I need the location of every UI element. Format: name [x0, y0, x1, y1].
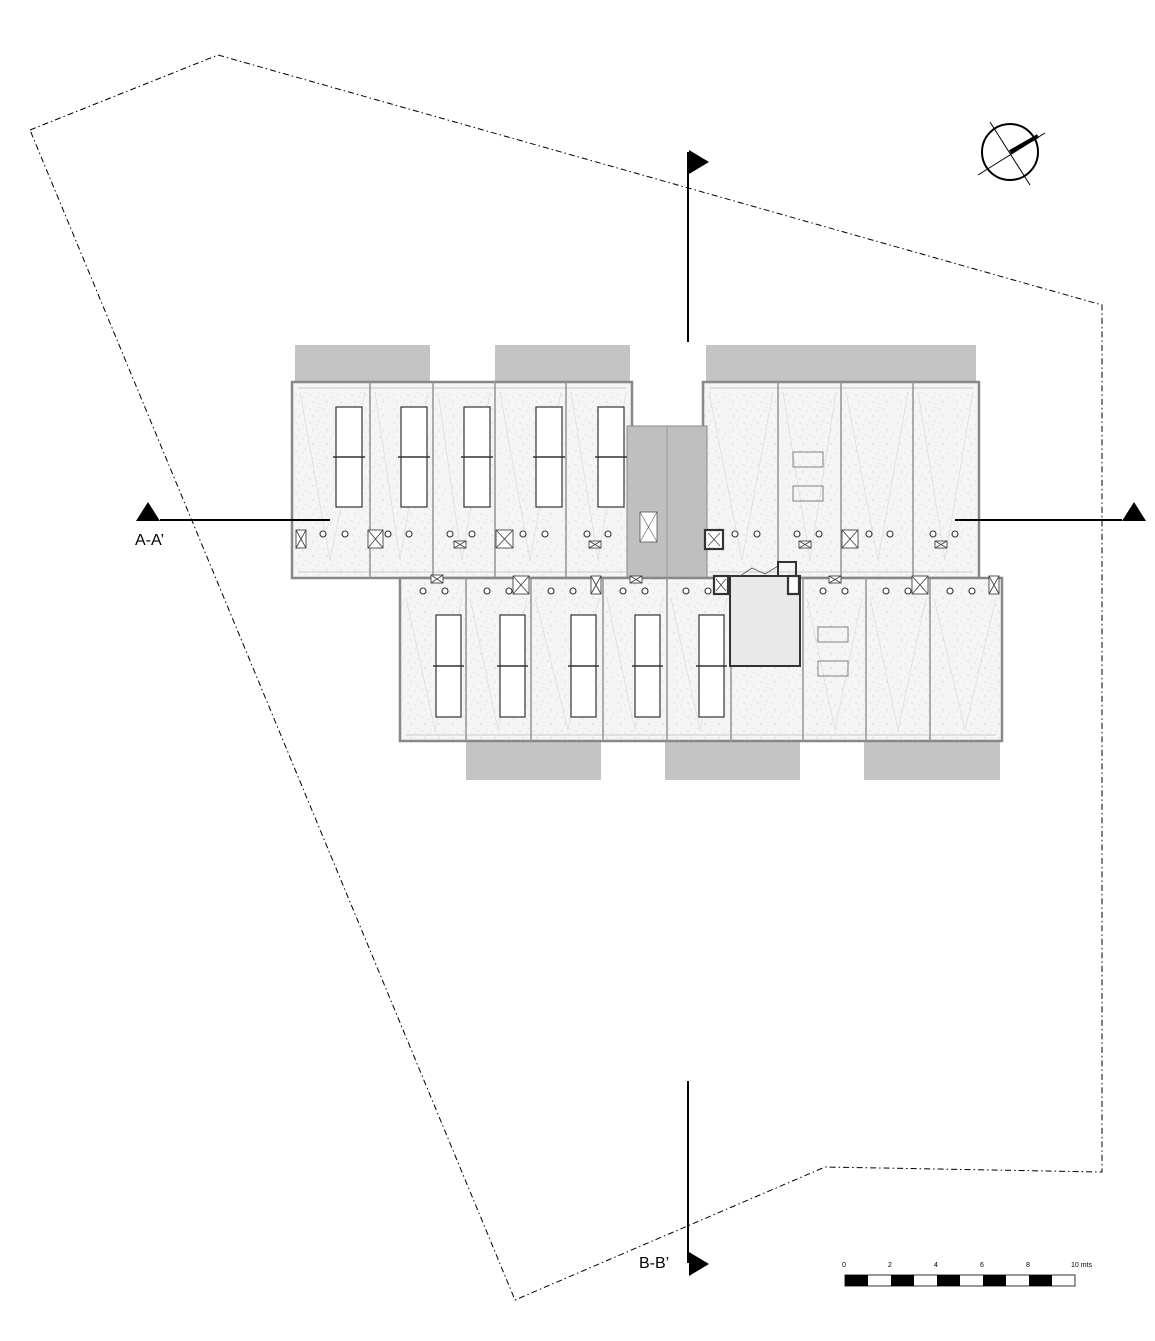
scale-tick-8: 8 [1026, 1262, 1030, 1269]
section-label-bb: B-B’ [639, 1255, 670, 1272]
scale-tick-0: 0 [842, 1262, 846, 1269]
north-arrow-icon [977, 121, 1046, 186]
ducts [295, 529, 1000, 595]
scale-tick-2: 2 [888, 1262, 892, 1269]
skylights [792, 451, 849, 677]
central-core [626, 425, 708, 579]
site-boundary [29, 54, 1103, 1301]
scale-end-label: 10 mts [1071, 1262, 1093, 1269]
section-label-aa: A-A’ [135, 532, 165, 549]
fixtures-upper [319, 530, 959, 538]
scale-tick-4: 4 [934, 1262, 938, 1269]
section-line-aa [136, 502, 1146, 521]
fixtures-lower [419, 587, 976, 595]
scale-bar [844, 1274, 1076, 1287]
scale-tick-6: 6 [980, 1262, 984, 1269]
balconies [295, 345, 1000, 780]
upper-block [290, 380, 981, 580]
section-line-bb [687, 150, 709, 1276]
